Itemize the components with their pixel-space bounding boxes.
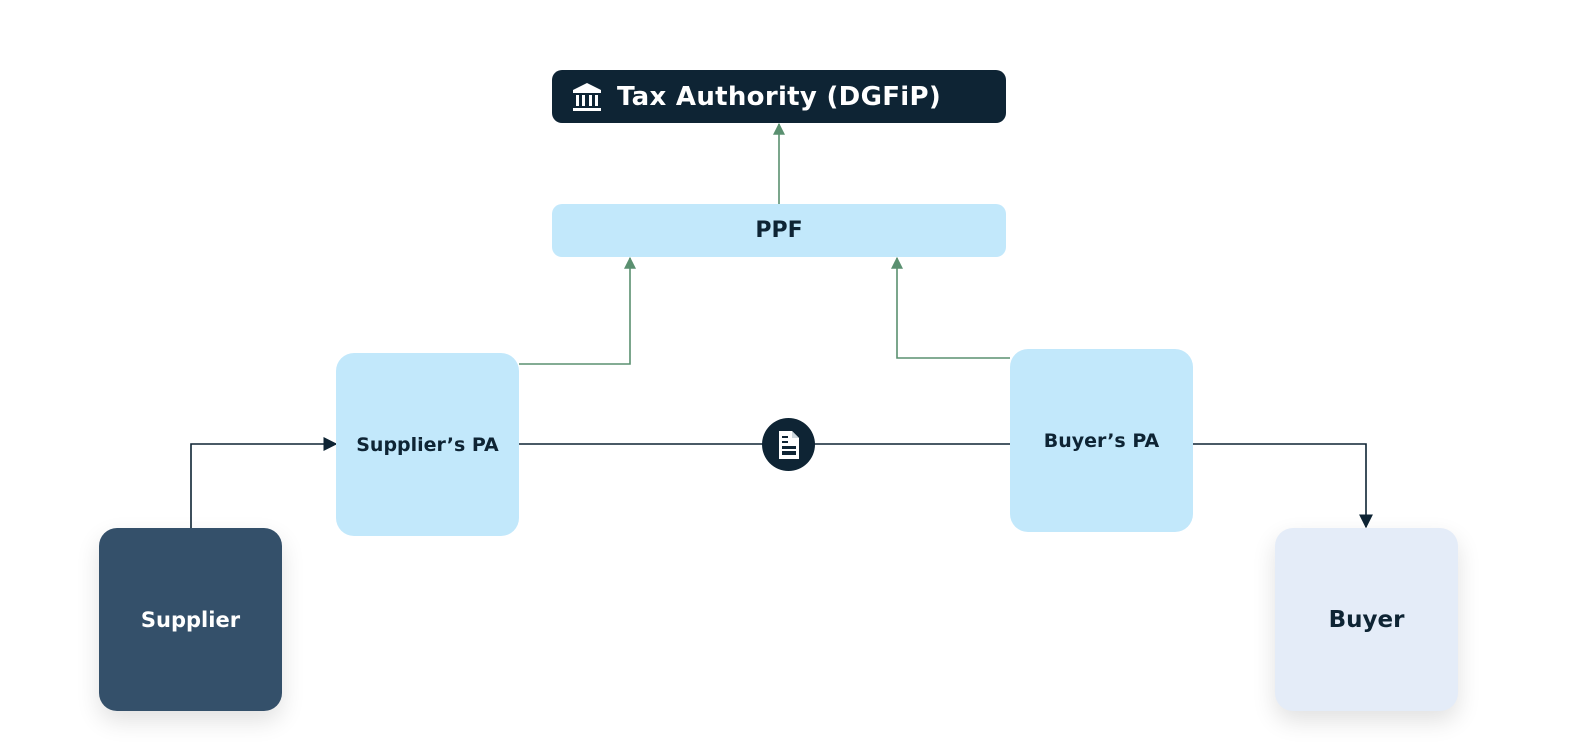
buyer-label: Buyer xyxy=(1328,606,1405,633)
tax-authority-node: Tax Authority (DGFiP) xyxy=(552,70,1006,123)
supplier-node: Supplier xyxy=(99,528,282,711)
ppf-node: PPF xyxy=(552,204,1006,257)
invoice-exchange-badge xyxy=(762,418,815,471)
buyer-pa-node: Buyer’s PA xyxy=(1010,349,1193,532)
supplier-pa-node: Supplier’s PA xyxy=(336,353,519,536)
supplier-to-supplier-pa-arrow xyxy=(190,437,338,528)
supplier-pa-to-ppf-arrow xyxy=(519,256,636,365)
ppf-label: PPF xyxy=(755,218,803,243)
buyer-pa-to-buyer-arrow xyxy=(1193,443,1373,529)
supplier-pa-label: Supplier’s PA xyxy=(356,433,499,456)
tax-authority-label: Tax Authority (DGFiP) xyxy=(616,81,942,112)
supplier-label: Supplier xyxy=(140,607,241,632)
buyer-node: Buyer xyxy=(1275,528,1458,711)
document-icon xyxy=(778,430,799,459)
buyer-pa-label: Buyer’s PA xyxy=(1043,429,1160,452)
bank-building-icon xyxy=(573,83,601,111)
buyer-pa-to-ppf-arrow xyxy=(891,256,1010,359)
